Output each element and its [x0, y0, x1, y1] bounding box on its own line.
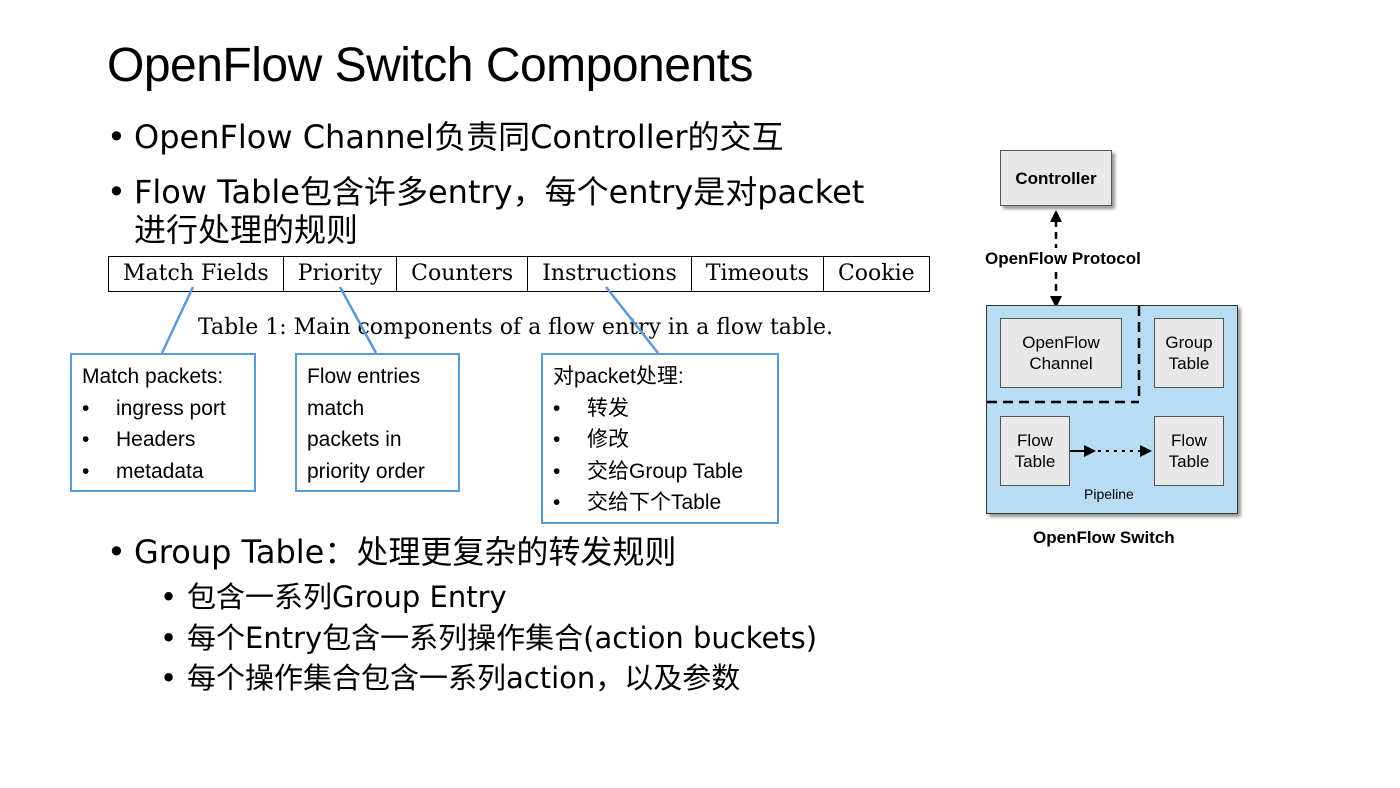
- box-label: OpenFlow: [1022, 333, 1100, 352]
- callout-line: priority order: [307, 459, 425, 483]
- callout-heading: 对packet处理:: [553, 365, 684, 388]
- callout-priority: Flow entries match packets in priority o…: [295, 353, 460, 492]
- page-title: OpenFlow Switch Components: [107, 39, 753, 92]
- bullet-dot: •: [107, 118, 126, 156]
- switch-inner-lines: [987, 306, 1152, 457]
- callout-line: Flow entries: [307, 365, 421, 388]
- pipeline-label: Pipeline: [1084, 486, 1134, 502]
- bullet-text: OpenFlow Channel负责同Controller的交互: [134, 118, 784, 156]
- table-cell-cookie: Cookie: [822, 256, 930, 292]
- connector-instructions: [605, 286, 659, 354]
- sub-bullet: •每个Entry包含一系列操作集合(action buckets): [160, 621, 818, 655]
- box-label: Table: [1168, 452, 1210, 471]
- flow-entry-table: Match Fields Priority Counters Instructi…: [108, 256, 930, 292]
- callout-line: packets in: [307, 428, 402, 451]
- list-item: •Headers: [82, 428, 196, 451]
- list-item: •交给下个Table: [553, 491, 722, 514]
- table-cell-timeouts: Timeouts: [690, 256, 824, 292]
- box-label: Channel: [1029, 354, 1093, 373]
- list-item: •修改: [553, 428, 629, 451]
- switch-label: OpenFlow Switch: [1033, 528, 1175, 547]
- box-label: Group: [1165, 333, 1213, 352]
- list-item: •转发: [553, 396, 629, 420]
- bullet-dot: •: [107, 173, 126, 211]
- table-cell-counters: Counters: [396, 256, 529, 292]
- sub-bullet: •包含一系列Group Entry: [160, 580, 507, 614]
- callout-instructions: 对packet处理: •转发 •修改 •交给Group Table •交给下个T…: [541, 353, 779, 524]
- table-caption: Table 1: Main components of a flow entry…: [198, 315, 834, 340]
- bullet-group-table: •Group Table：处理更复杂的转发规则: [107, 533, 676, 571]
- bullet-text: Flow Table包含许多entry，每个entry是对packet: [134, 173, 865, 211]
- box-label: Flow: [1017, 431, 1053, 450]
- controller-box: Controller: [1000, 150, 1112, 206]
- list-item: •metadata: [82, 459, 204, 483]
- protocol-label: OpenFlow Protocol: [985, 249, 1141, 268]
- bullet-text: Group Table：处理更复杂的转发规则: [134, 533, 677, 571]
- connector-match: [160, 286, 195, 354]
- bullet-openflow-channel: •OpenFlow Channel负责同Controller的交互: [107, 118, 783, 156]
- table-cell-priority: Priority: [282, 256, 398, 292]
- bullet-flow-table: •Flow Table包含许多entry，每个entry是对packet: [107, 173, 864, 211]
- list-item: •ingress port: [82, 396, 226, 420]
- list-item: •交给Group Table: [553, 459, 744, 483]
- box-label: Flow: [1171, 431, 1207, 450]
- table-cell-match-fields: Match Fields: [108, 256, 284, 292]
- box-label: Table: [1014, 452, 1056, 471]
- diagram-arrows: [1050, 210, 1062, 308]
- sub-bullet: •每个操作集合包含一系列action，以及参数: [160, 661, 741, 695]
- box-label: Table: [1168, 354, 1210, 373]
- bullet-dot: •: [107, 533, 126, 571]
- callout-match-packets: Match packets: •ingress port •Headers •m…: [70, 353, 256, 492]
- table-row: Match Fields Priority Counters Instructi…: [108, 256, 930, 292]
- bullet-flow-table-continuation: 进行处理的规则: [134, 211, 359, 249]
- callout-heading: Match packets:: [82, 365, 224, 388]
- connector-priority: [338, 286, 378, 354]
- callout-line: match: [307, 396, 365, 420]
